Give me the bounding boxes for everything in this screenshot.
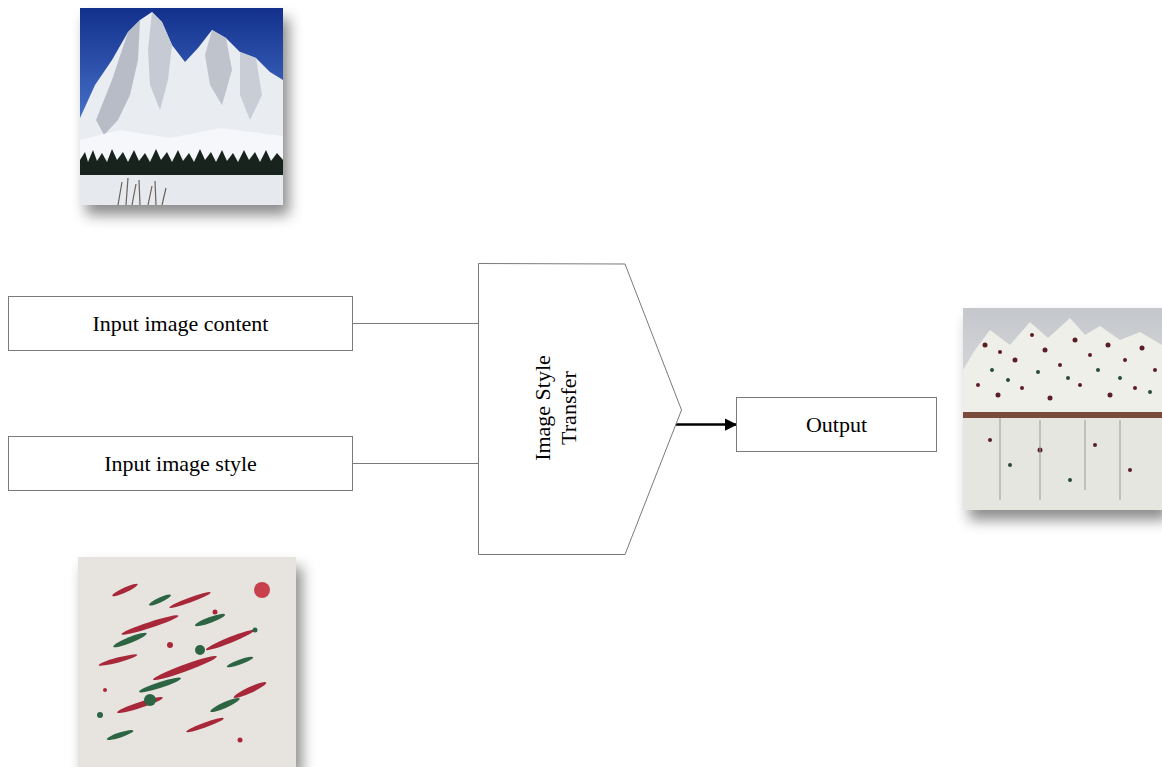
snow-field	[80, 175, 283, 205]
connector-line	[353, 463, 478, 464]
process-pentagon: Image Style Transfer	[478, 263, 682, 555]
tree-line	[80, 149, 283, 175]
output-photo	[963, 308, 1162, 510]
photo-frame	[80, 8, 283, 205]
box-label: Output	[806, 412, 867, 437]
mountain-shade	[148, 12, 172, 110]
mountain	[963, 318, 1162, 420]
mountain	[80, 12, 283, 165]
tree-band	[963, 412, 1162, 418]
red-dots	[976, 333, 1157, 472]
process-label: Image Style Transfer	[530, 323, 582, 493]
photo-frame	[963, 308, 1162, 510]
content-photo	[80, 8, 283, 205]
photo-frame	[78, 557, 296, 767]
mountain-shade	[96, 20, 140, 135]
red-splatter	[98, 582, 270, 743]
green-dots	[990, 368, 1152, 482]
grid-marks	[1000, 418, 1120, 500]
pentagon-shape	[479, 264, 682, 555]
style-photo	[78, 557, 296, 767]
input-box: Input image content	[8, 296, 353, 351]
shrubs	[118, 178, 166, 205]
mountain-shade	[205, 30, 232, 105]
box-label: Input image content	[93, 311, 269, 336]
box-label: Input image style	[104, 451, 257, 476]
input-box: Output	[736, 397, 937, 452]
snow-field	[963, 418, 1162, 510]
input-box: Input image style	[8, 436, 353, 491]
connector-line	[353, 323, 478, 324]
mountain-shade	[240, 52, 262, 120]
green-splatter	[97, 593, 258, 742]
